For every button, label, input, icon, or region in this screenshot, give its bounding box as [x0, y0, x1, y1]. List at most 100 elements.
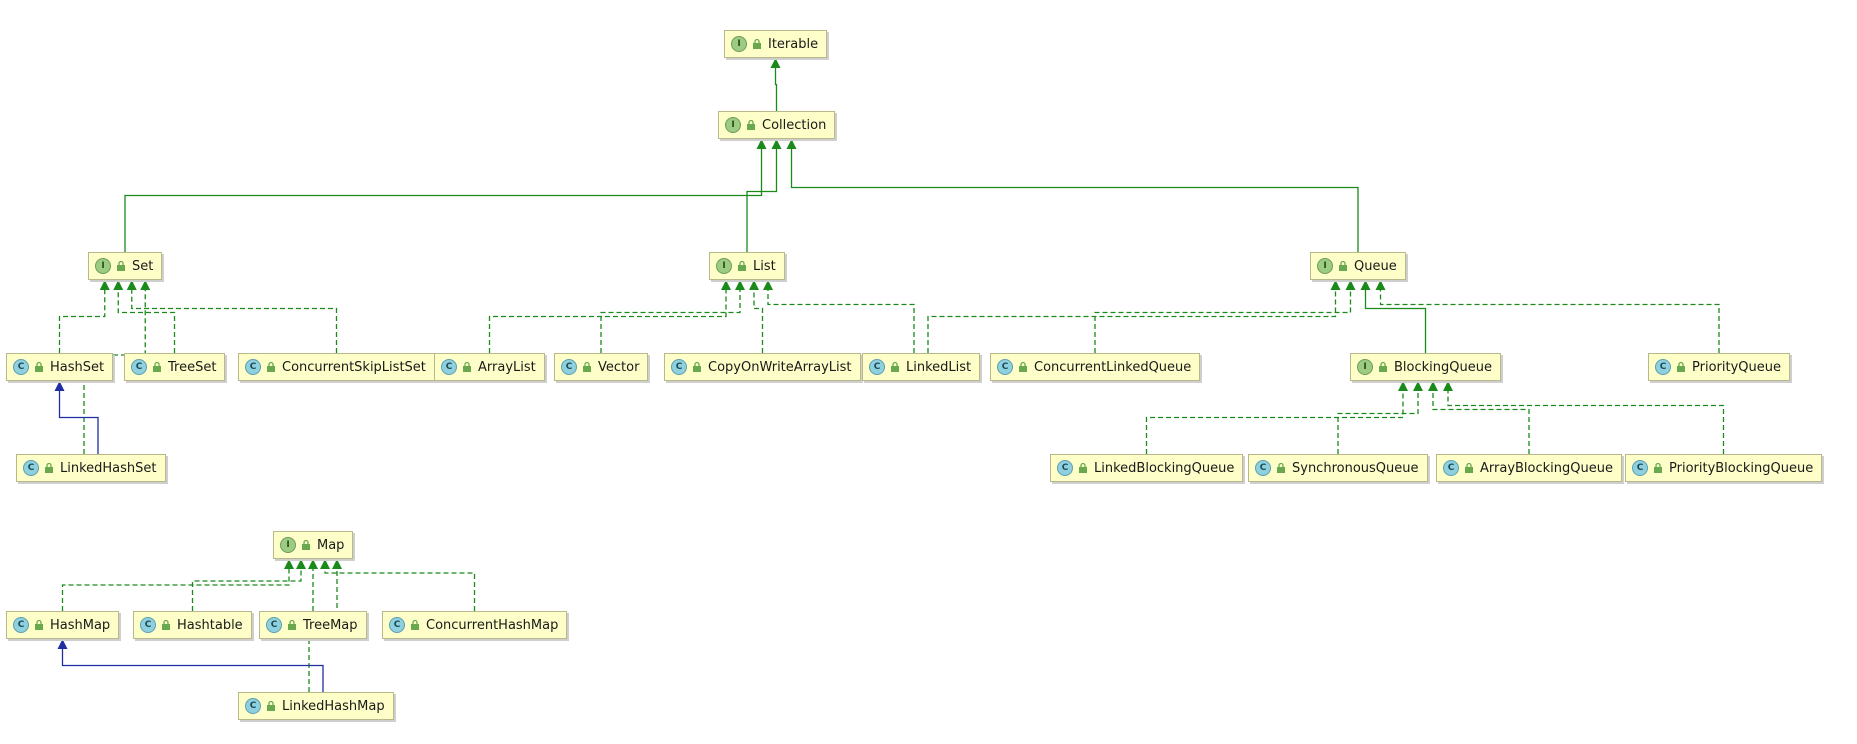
node-concurrentlinkedqueue[interactable]: C ConcurrentLinkedQueue [990, 353, 1201, 381]
class-badge-icon: C [1632, 460, 1648, 476]
node-set[interactable]: I Set [88, 252, 163, 280]
node-label: Hashtable [177, 617, 243, 633]
lock-icon [1339, 260, 1347, 271]
arrowhead-priorityqueue-to-queue [1375, 280, 1386, 290]
lock-icon [411, 619, 419, 630]
class-badge-icon: C [869, 359, 885, 375]
node-label: TreeMap [303, 617, 358, 633]
node-treemap[interactable]: C TreeMap [259, 611, 367, 639]
lock-icon [1079, 462, 1087, 473]
node-arrayblockingqueue[interactable]: C ArrayBlockingQueue [1436, 454, 1622, 482]
lock-icon [463, 361, 471, 372]
node-priorityblockingqueue[interactable]: C PriorityBlockingQueue [1625, 454, 1823, 482]
class-badge-icon: C [997, 359, 1013, 375]
class-badge-icon: C [561, 359, 577, 375]
class-badge-icon: C [441, 359, 457, 375]
lock-icon [1019, 361, 1027, 372]
node-treeset[interactable]: C TreeSet [124, 353, 226, 381]
class-badge-icon: C [1443, 460, 1459, 476]
node-label: LinkedHashMap [282, 698, 385, 714]
arrowhead-concurrentlinkedqueue-to-queue [1345, 280, 1356, 290]
lock-icon [35, 361, 43, 372]
node-hashset[interactable]: C HashSet [6, 353, 114, 381]
interface-badge-icon: I [716, 258, 732, 274]
node-priorityqueue[interactable]: C PriorityQueue [1648, 353, 1790, 381]
node-label: Set [132, 258, 154, 274]
arrowhead-concurrentskiplistset-to-set [126, 280, 137, 290]
node-hashmap[interactable]: C HashMap [6, 611, 120, 639]
class-badge-icon: C [140, 617, 156, 633]
node-concurrenthashmap[interactable]: C ConcurrentHashMap [382, 611, 568, 639]
lock-icon [1465, 462, 1473, 473]
lock-icon [267, 700, 275, 711]
node-queue[interactable]: I Queue [1310, 252, 1406, 280]
node-vector[interactable]: C Vector [554, 353, 649, 381]
node-collection[interactable]: I Collection [718, 111, 836, 139]
class-badge-icon: C [13, 617, 29, 633]
node-label: ArrayBlockingQueue [1480, 460, 1613, 476]
edge-linkedhashset-to-set [83, 289, 146, 454]
node-linkedhashmap[interactable]: C LinkedHashMap [238, 692, 394, 720]
node-iterable[interactable]: I Iterable [724, 30, 828, 58]
node-arraylist[interactable]: C ArrayList [434, 353, 545, 381]
lock-icon [747, 119, 755, 130]
node-label: Collection [762, 117, 827, 133]
node-copyonwritearraylist[interactable]: C CopyOnWriteArrayList [664, 353, 861, 381]
node-label: Queue [1354, 258, 1397, 274]
edge-linkedhashset-to-hashset [58, 390, 99, 454]
node-linkedblockingqueue[interactable]: C LinkedBlockingQueue [1050, 454, 1244, 482]
class-badge-icon: C [266, 617, 282, 633]
node-label: PriorityBlockingQueue [1669, 460, 1814, 476]
class-badge-icon: C [131, 359, 147, 375]
edge-priorityqueue-to-queue [1379, 289, 1720, 353]
lock-icon [117, 260, 125, 271]
edge-arrayblockingqueue-to-blockingqueue [1432, 390, 1530, 454]
node-label: Vector [598, 359, 640, 375]
node-blockingqueue[interactable]: I BlockingQueue [1350, 353, 1501, 381]
lock-icon [738, 260, 746, 271]
edge-linkedlist-to-list [767, 289, 915, 353]
arrowhead-priorityblockingqueue-to-blockingqueue [1443, 381, 1453, 391]
node-label: SynchronousQueue [1292, 460, 1419, 476]
node-label: Map [317, 537, 345, 553]
lock-icon [153, 361, 161, 372]
edge-synchronousqueue-to-blockingqueue [1337, 390, 1419, 454]
lock-icon [891, 361, 899, 372]
node-label: HashMap [50, 617, 111, 633]
edge-copyonwritearraylist-to-list [753, 289, 764, 353]
arrowhead-linkedblockingqueue-to-blockingqueue [1398, 381, 1408, 391]
lock-icon [753, 38, 761, 49]
edge-list-to-collection [746, 148, 778, 252]
node-label: Iterable [768, 36, 819, 52]
interface-badge-icon: I [731, 36, 747, 52]
edge-linkedhashmap-to-hashmap [61, 648, 324, 692]
interface-badge-icon: I [1357, 359, 1373, 375]
node-linkedlist[interactable]: C LinkedList [862, 353, 981, 381]
edge-concurrentlinkedqueue-to-queue [1094, 289, 1352, 353]
node-concurrentskiplistset[interactable]: C ConcurrentSkipListSet [238, 353, 435, 381]
node-synchronousqueue[interactable]: C SynchronousQueue [1248, 454, 1428, 482]
class-badge-icon: C [1655, 359, 1671, 375]
node-linkedhashset[interactable]: C LinkedHashSet [16, 454, 166, 482]
edge-hashset-to-set [58, 289, 106, 353]
node-hashtable[interactable]: C Hashtable [133, 611, 252, 639]
node-list[interactable]: I List [709, 252, 785, 280]
lock-icon [302, 539, 310, 550]
node-label: ConcurrentSkipListSet [282, 359, 426, 375]
arrowhead-linkedhashmap-to-map [332, 559, 342, 569]
node-map[interactable]: I Map [273, 531, 354, 559]
edge-arraylist-to-list [488, 289, 727, 353]
arrowhead-set-to-collection [756, 139, 767, 149]
class-badge-icon: C [1057, 460, 1073, 476]
node-label: ConcurrentLinkedQueue [1034, 359, 1192, 375]
arrowhead-linkedhashset-to-set [140, 280, 151, 290]
node-label: List [753, 258, 776, 274]
class-badge-icon: C [1255, 460, 1271, 476]
arrowhead-treeset-to-set [113, 280, 124, 290]
lock-icon [693, 361, 701, 372]
arrowhead-hashset-to-set [99, 280, 110, 290]
lock-icon [35, 619, 43, 630]
lock-icon [583, 361, 591, 372]
arrowhead-vector-to-list [735, 280, 745, 290]
arrowhead-linkedhashset-to-hashset [54, 381, 65, 391]
